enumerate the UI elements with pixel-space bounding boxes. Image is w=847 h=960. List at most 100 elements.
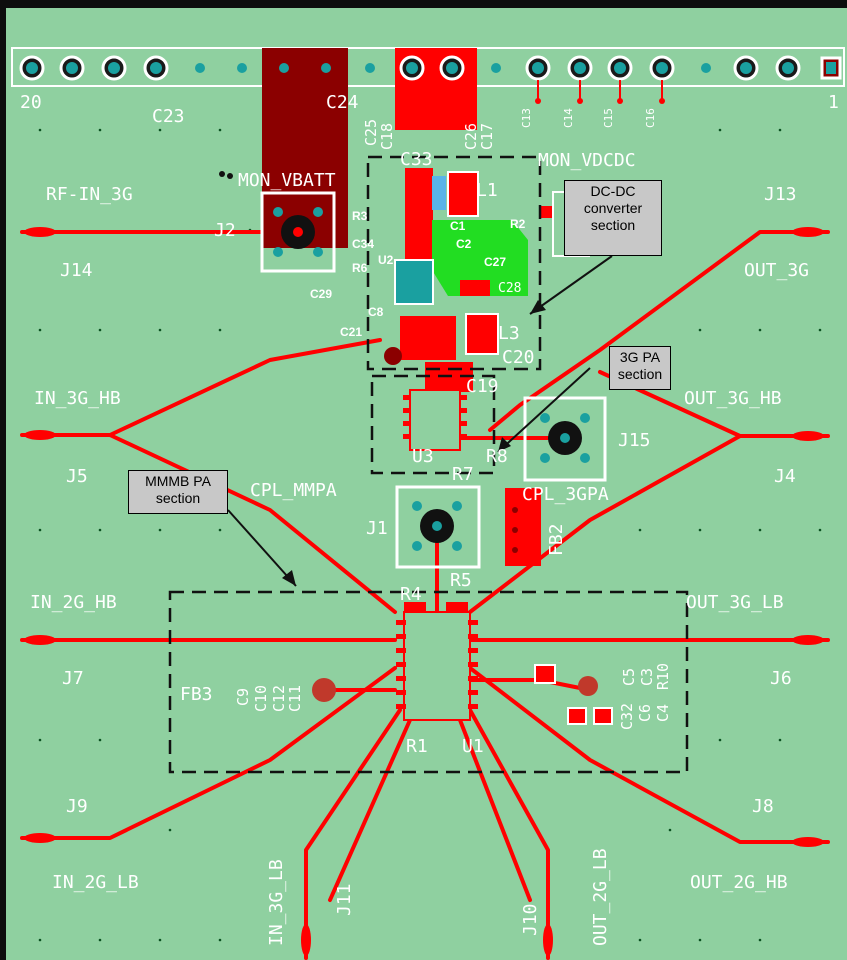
trace-j11 <box>304 708 402 960</box>
trace-end-pads <box>24 227 824 956</box>
section-outlines <box>168 155 689 774</box>
trace-j13 <box>488 230 830 432</box>
mmmb-section-box <box>168 590 689 774</box>
label-mon-vdcdc: MON_VDCDC <box>538 150 636 171</box>
u1-pins <box>396 620 478 709</box>
green-pour <box>432 220 528 296</box>
r2-pad <box>540 206 552 218</box>
fb3-pad <box>312 678 336 702</box>
callout-3g-pa-text: 3G PA section <box>617 349 663 382</box>
ref-j1: J1 <box>366 518 388 539</box>
ref-c19: C19 <box>466 376 499 397</box>
u3-pins <box>403 395 467 439</box>
grid-dots <box>38 128 822 942</box>
trace-j11b <box>328 718 412 902</box>
ref-c14: C14 <box>562 108 575 128</box>
ref-c3: C3 <box>638 668 656 686</box>
ref-j15: J15 <box>618 430 651 451</box>
callout-arrows <box>227 255 613 587</box>
ref-fb3: FB3 <box>180 684 213 705</box>
ref-u2: U2 <box>378 253 394 267</box>
l3-pad <box>465 313 499 355</box>
ref-c26: C26 <box>462 123 480 150</box>
ref-j7: J7 <box>62 668 84 689</box>
ref-u1: U1 <box>462 736 484 757</box>
c1-blue <box>432 176 446 210</box>
l1-pad <box>447 171 479 217</box>
board-edge-left <box>0 0 6 960</box>
ref-r3: R3 <box>352 209 368 223</box>
r5-pad <box>446 602 468 612</box>
ref-c4: C4 <box>654 704 672 722</box>
ref-j5: J5 <box>66 466 88 487</box>
label-cpl-3gpa: CPL_3GPA <box>522 484 609 505</box>
ref-j4: J4 <box>774 466 796 487</box>
ref-r5: R5 <box>450 570 472 591</box>
ref-c9: C9 <box>234 688 252 706</box>
ref-c17: C17 <box>478 123 496 150</box>
ref-c10: C10 <box>252 685 270 712</box>
ref-c32: C32 <box>618 703 636 730</box>
dcdc-section-box <box>366 155 542 371</box>
label-out-3g-lb: OUT_3G_LB <box>686 592 784 613</box>
label-mon-vbatt: MON_VBATT <box>238 170 336 191</box>
ref-c29: C29 <box>310 287 332 301</box>
ref-c33: C33 <box>400 149 433 170</box>
ref-c21: C21 <box>340 325 362 339</box>
r11-pad <box>593 707 613 725</box>
r4-pad <box>404 602 426 612</box>
ref-j10: J10 <box>520 903 541 936</box>
label-out-2g-hb: OUT_2G_HB <box>690 872 788 893</box>
callout-3g-pa: 3G PA section <box>609 346 671 390</box>
label-in-2g-hb: IN_2G_HB <box>30 592 117 613</box>
ref-c34: C34 <box>352 237 374 251</box>
ref-c8: C8 <box>368 305 384 319</box>
ref-c13: C13 <box>520 108 533 128</box>
c32-pad <box>567 707 587 725</box>
sma-j15 <box>523 396 607 482</box>
ref-r10: R10 <box>654 663 672 690</box>
ref-j8: J8 <box>752 796 774 817</box>
ref-j2: J2 <box>214 220 236 241</box>
r10-pad <box>578 676 598 696</box>
u1-package <box>403 611 471 721</box>
label-in-3g-lb: IN_3G_LB <box>266 859 287 946</box>
ref-r4: R4 <box>400 584 422 605</box>
ref-c6: C6 <box>636 704 654 722</box>
trace-j10 <box>468 708 550 960</box>
ref-j6: J6 <box>770 668 792 689</box>
ref-c16: C16 <box>644 108 657 128</box>
ref-r7: R7 <box>452 464 474 485</box>
label-out-2g-lb: OUT_2G_LB <box>590 848 611 946</box>
ref-r6: R6 <box>352 261 368 275</box>
ref-c25: C25 <box>362 119 380 146</box>
ref-c11: C11 <box>286 685 304 712</box>
pin-label-20: 20 <box>20 92 42 113</box>
ref-j11: J11 <box>334 883 355 916</box>
mon-vbatt-vias <box>219 171 233 179</box>
ref-r2: R2 <box>510 217 526 231</box>
sma-j2 <box>260 191 336 273</box>
c28-pad <box>460 280 490 296</box>
callout-dcdc: DC-DC converter section <box>564 180 662 256</box>
trace-j8 <box>468 666 830 844</box>
ref-c28: C28 <box>498 281 521 296</box>
u2-pad <box>394 259 434 305</box>
label-cpl-mmpa: CPL_MMPA <box>250 480 337 501</box>
ref-l3: L3 <box>498 323 520 344</box>
ref-c18: C18 <box>378 123 396 150</box>
label-out-3g-hb: OUT_3G_HB <box>684 388 782 409</box>
ref-c23: C23 <box>152 106 185 127</box>
trace-j10b <box>458 718 532 902</box>
ref-c27: C27 <box>484 255 506 269</box>
label-out-3g: OUT_3G <box>744 260 809 281</box>
ref-u3: U3 <box>412 446 434 467</box>
ref-c20: C20 <box>502 347 535 368</box>
ref-c2: C2 <box>456 237 472 251</box>
callout-dcdc-text: DC-DC converter section <box>583 183 643 233</box>
callout-mmmb-pa-text: MMMB PA section <box>145 473 211 506</box>
ref-c15: C15 <box>602 108 615 128</box>
callout-mmmb-pa: MMMB PA section <box>128 470 228 514</box>
ref-fb2: FB2 <box>546 523 567 556</box>
